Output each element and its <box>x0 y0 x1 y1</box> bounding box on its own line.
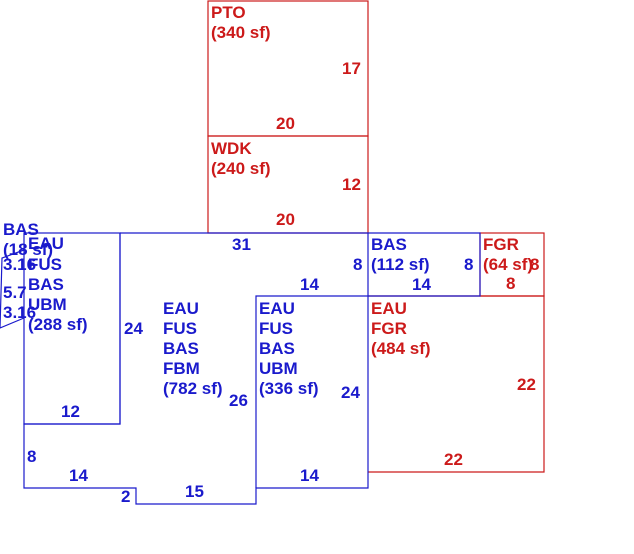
dimension-label: 24 <box>124 319 143 338</box>
left-wing-label: EAU FUS BAS UBM (288 sf) <box>28 234 88 334</box>
dimension-label: 8 <box>353 255 362 274</box>
bas-right-label: BAS (112 sf) <box>371 235 430 274</box>
bas-small-label: BAS (18 sf) 3.16 5.7 3.16 <box>3 220 58 322</box>
dimension-label: 14 <box>300 275 319 294</box>
pto-label: PTO (340 sf) <box>211 3 271 42</box>
dimension-label: 26 <box>229 391 248 410</box>
bas-small-outline <box>0 249 25 329</box>
dimension-label: 8 <box>530 255 539 274</box>
center-wing-outline <box>255 295 368 488</box>
dimension-label: 22 <box>517 375 536 394</box>
main-living-label: EAU FUS BAS FBM (782 sf) <box>163 299 223 398</box>
dimension-label: 14 <box>300 466 319 485</box>
dimension-label: 8 <box>506 274 515 293</box>
dimension-label: 8 <box>27 447 36 466</box>
left-wing-outline <box>23 232 121 425</box>
dimension-label: 24 <box>341 383 360 402</box>
dimension-label: 14 <box>69 466 88 485</box>
dimension-label: 12 <box>61 402 80 421</box>
dimension-label: 22 <box>444 450 463 469</box>
dimension-label: 17 <box>342 59 361 78</box>
dimension-label: 31 <box>232 235 251 254</box>
dimension-label: 20 <box>276 114 295 133</box>
dimension-label: 20 <box>276 210 295 229</box>
dimension-label: 12 <box>342 175 361 194</box>
dimension-label: 2 <box>121 487 130 506</box>
wdk-label: WDK (240 sf) <box>211 139 271 178</box>
dimension-label: 14 <box>412 275 431 294</box>
center-wing-label: EAU FUS BAS UBM (336 sf) <box>259 299 319 398</box>
dimension-label: 8 <box>464 255 473 274</box>
garage-label: EAU FGR (484 sf) <box>371 299 431 358</box>
dimension-label: 15 <box>185 482 204 501</box>
bas-right-outline <box>368 232 481 297</box>
fgr-small-label: FGR (64 sf) <box>483 235 533 274</box>
